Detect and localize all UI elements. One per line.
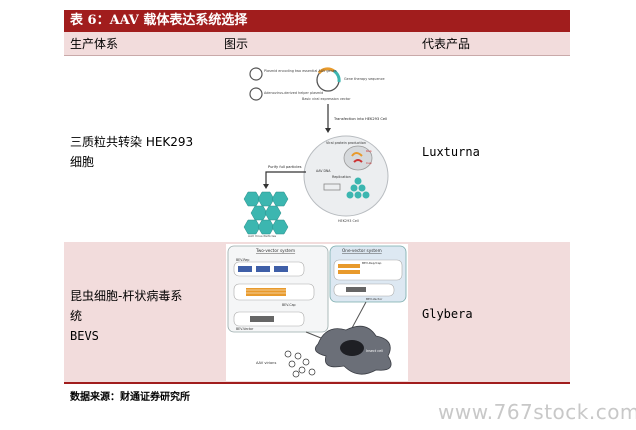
replication-label: Replication <box>332 175 351 179</box>
aav-dna-label: AAV DNA <box>316 169 331 173</box>
header-illustration: 图示 <box>224 37 249 51</box>
system-line: 统 <box>70 309 83 323</box>
plasmid-label: Adenovirus-derived helper plasmid <box>264 91 323 95</box>
bev-vector-label: BEV-Vector <box>236 327 254 331</box>
hek293-figure: Plasmid encoding two essential AAV genes… <box>226 60 406 238</box>
cap-label: Cap <box>366 161 372 165</box>
purified-particles-icon <box>243 191 289 235</box>
data-source: 数据来源：财通证券研究所 <box>70 392 190 403</box>
system-line: 三质粒共转染 HEK293 <box>70 135 194 149</box>
purify-label: Purify full particles <box>268 165 302 169</box>
nucleus <box>343 145 373 171</box>
plasmid-icon <box>249 87 263 101</box>
system-name-bevs: 昆虫细胞-杆状病毒系 统 BEVS <box>70 286 182 346</box>
product-luxturna: Luxturna <box>422 145 480 159</box>
insect-cell-label: Insect cell <box>366 349 383 353</box>
cell-label: HEK293 Cell <box>338 219 359 223</box>
aav-virions-icon <box>284 350 316 378</box>
bev-rep-label: BEV-Rep <box>236 258 249 262</box>
transfection-label: Transfection into HEK293 Cell <box>333 117 387 121</box>
bev-cap-label: BEV-Cap <box>282 303 296 307</box>
cell-nucleus <box>340 340 364 356</box>
hek293-diagram: Plasmid encoding two essential AAV genes… <box>243 67 389 238</box>
viral-protein-label: Viral protein production <box>326 141 366 145</box>
bev-repcap-label: BEV-Rep/Cap <box>362 261 382 265</box>
particles-label: AAV Virus Particles <box>248 234 277 238</box>
plasmid-label: Plasmid encoding two essential AAV genes <box>264 69 337 73</box>
watermark: www.767stock.com <box>438 400 636 424</box>
plasmid-icon <box>249 67 263 81</box>
system-line: 昆虫细胞-杆状病毒系 <box>70 289 183 303</box>
bevs-figure: Two-vector system BEV-Rep BEV-Cap BEV-Ve… <box>226 244 408 381</box>
gene-segment <box>317 67 335 75</box>
bevs-diagram: Two-vector system BEV-Rep BEV-Cap BEV-Ve… <box>227 245 407 378</box>
header-production-system: 生产体系 <box>70 37 119 51</box>
system-name-hek293: 三质粒共转染 HEK293 细胞 <box>70 132 193 172</box>
rep-label: Rep <box>366 149 372 153</box>
table-title: 表 6：AAV 载体表达系统选择 <box>64 10 570 32</box>
gene-segment <box>333 69 341 83</box>
two-vector-title: Two-vector system <box>255 248 295 253</box>
plasmid-label: Basic viral expression vector <box>302 97 351 101</box>
virus-particles-inside <box>346 177 370 199</box>
system-line: BEVS <box>70 329 99 343</box>
bev-vector2-label: BEV-Vector <box>366 297 383 301</box>
system-line: 细胞 <box>70 155 95 169</box>
gene-label: Gene therapy sequence <box>344 77 385 81</box>
one-vector-title: One-vector system <box>342 248 382 253</box>
table-header: 生产体系 图示 代表产品 <box>64 32 570 56</box>
product-glybera: Glybera <box>422 307 473 321</box>
header-representative-product: 代表产品 <box>422 37 471 51</box>
aav-virions-label: AAV virions <box>256 361 276 365</box>
